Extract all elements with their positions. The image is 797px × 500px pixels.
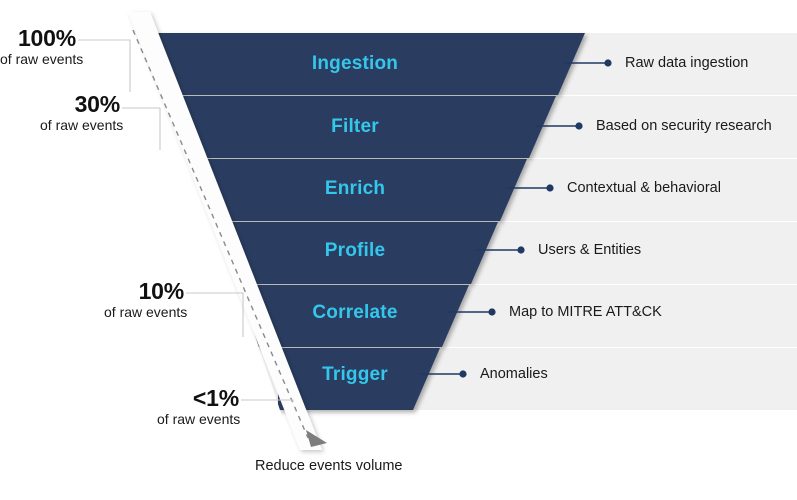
leader-dot-icon [604, 59, 612, 67]
stage-label-filter: Filter [331, 116, 379, 137]
description-enrich: Contextual & behavioral [567, 180, 721, 196]
percent-subtitle: of raw events [40, 117, 124, 134]
percent-subtitle: of raw events [104, 304, 188, 321]
percent-connectors [78, 39, 294, 402]
percent-callout-10: 10% of raw events [104, 278, 188, 322]
description-leaders [419, 62, 607, 375]
leader-dot-icon [546, 184, 554, 192]
funnel-band-enrich [197, 159, 527, 221]
description-profile: Users & Entities [538, 242, 642, 258]
leader-dot-icon [488, 308, 496, 316]
stage-label-correlate: Correlate [312, 302, 398, 323]
funnel-band-ingestion [143, 33, 585, 95]
percent-value: 30% [74, 91, 121, 117]
arrow-head-icon [306, 430, 327, 447]
description-correlate: Map to MITRE ATT&CK [509, 304, 662, 320]
funnel-edge-strip [128, 12, 322, 450]
percent-callout-lt1: <1% of raw events [157, 385, 241, 429]
funnel-band-trigger [278, 348, 440, 410]
connector-100 [78, 39, 131, 92]
reduce-volume-caption: Reduce events volume [255, 458, 403, 474]
connector-30 [122, 107, 161, 150]
leader-dot-icon [575, 122, 583, 130]
percent-subtitle: of raw events [157, 411, 241, 428]
stage-label-ingestion: Ingestion [311, 53, 399, 74]
funnel-band-correlate [251, 285, 469, 347]
funnel-band-filter [170, 96, 556, 158]
leader-dot-icon [517, 246, 525, 254]
description-filter: Based on security research [596, 118, 772, 134]
leader-dot-icon [459, 370, 467, 378]
percent-value: 100% [17, 25, 76, 51]
percent-callout-30: 30% of raw events [40, 91, 124, 135]
funnel-left-mask [0, 0, 310, 500]
description-trigger: Anomalies [480, 366, 548, 382]
connector-lt1 [241, 399, 294, 402]
reduce-volume-arrow [132, 29, 327, 447]
stage-label-enrich: Enrich [324, 178, 386, 199]
stage-label-profile: Profile [324, 240, 386, 261]
percent-subtitle: of raw events [0, 51, 84, 68]
description-leader-dots [459, 59, 612, 378]
description-ingestion: Raw data ingestion [625, 55, 749, 71]
funnel-band-profile [224, 222, 498, 284]
connector-10 [186, 292, 244, 337]
percent-value: <1% [192, 385, 239, 411]
funnel-bands [143, 33, 585, 410]
percent-value: 10% [138, 278, 185, 304]
percent-callout-100: 100% of raw events [0, 25, 84, 69]
stage-label-trigger: Trigger [322, 364, 388, 385]
